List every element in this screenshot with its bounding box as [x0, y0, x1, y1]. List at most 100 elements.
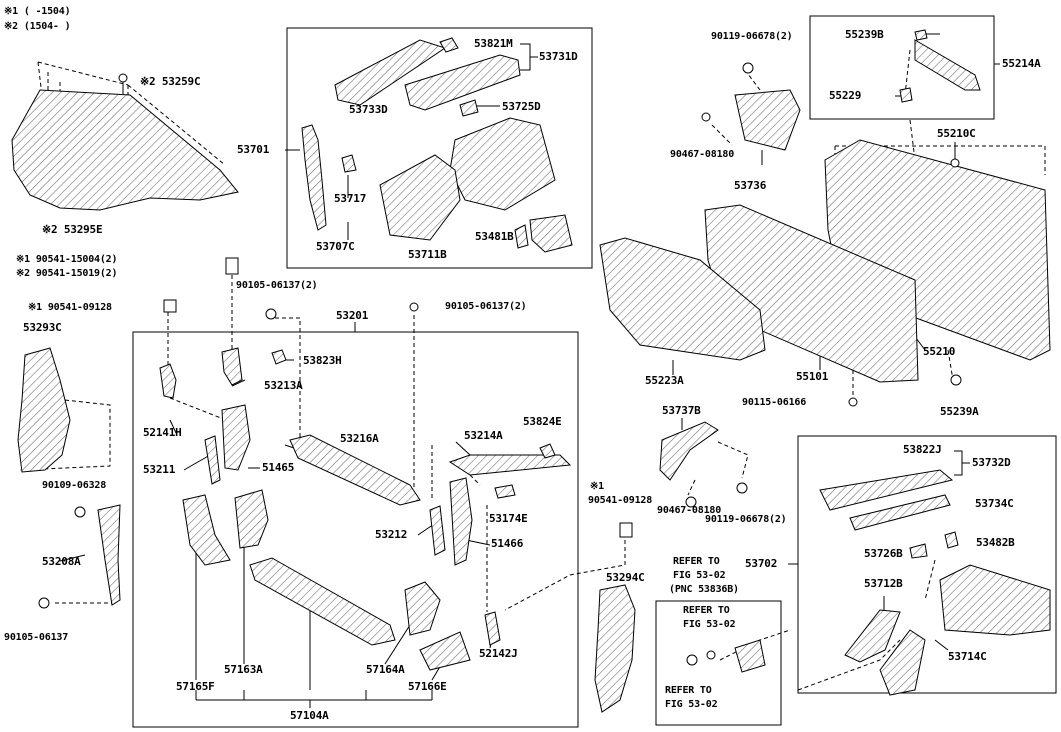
part-51465 [221, 404, 251, 471]
label-53174E: 53174E [489, 512, 528, 525]
label-53201: 53201 [336, 309, 369, 322]
label-53717: 53717 [334, 192, 367, 205]
part-55223A [599, 237, 766, 361]
label-90467-08180-mid: 90467-08180 [657, 505, 722, 516]
label-53712B: 53712B [864, 577, 903, 590]
part-53733D [334, 39, 447, 106]
part-52142J [484, 611, 501, 646]
label-57166E: 57166E [408, 680, 447, 693]
refer-3-line-2: FIG 53-02 [665, 699, 718, 710]
part-53737B [659, 421, 719, 481]
part-53707C [301, 124, 327, 231]
label-53208A: 53208A [42, 555, 81, 568]
part-53824E [539, 443, 556, 459]
refer-1-line-3: (PNC 53836B) [669, 584, 739, 595]
part-57163A [234, 489, 269, 549]
part-53725D [459, 99, 479, 117]
refer-2-line-2: FIG 53-02 [683, 619, 736, 630]
part-57165F [182, 494, 231, 566]
part-52141H [159, 363, 177, 399]
label-55223A: 55223A [645, 374, 684, 387]
label-90119-06678-mid: 90119-06678(2) [705, 514, 787, 525]
label-53736: 53736 [734, 179, 767, 192]
label-53213A: 53213A [264, 379, 303, 392]
label-57164A: 57164A [366, 663, 405, 676]
label-53822J: 53822J [903, 443, 942, 456]
part-57166E [419, 631, 471, 671]
label-53216A: 53216A [340, 432, 379, 445]
label-53734C: 53734C [975, 497, 1014, 510]
label-53214A: 53214A [464, 429, 503, 442]
part-53732D [819, 469, 954, 511]
part-apron-upper [449, 117, 556, 211]
part-53294C [594, 584, 636, 713]
refer-1-line-1: REFER TO [673, 556, 720, 567]
label-53711B: 53711B [408, 248, 447, 261]
label-90105-06137-b: 90105-06137(2) [445, 301, 527, 312]
part-51466 [449, 477, 473, 566]
label-51465: 51465 [262, 461, 295, 474]
label-53714C: 53714C [948, 650, 987, 663]
part-55229 [899, 87, 913, 103]
legend-note-1: ※1 ( -1504) [4, 6, 71, 17]
label-53824E: 53824E [523, 415, 562, 428]
part-53711B [379, 154, 461, 241]
label-90105-06137-a: 90105-06137(2) [236, 280, 318, 291]
part-53821M [439, 37, 459, 53]
part-53174E [494, 484, 516, 499]
group-box-53701 [286, 27, 593, 269]
part-53481B [514, 224, 529, 249]
label-53726B: 53726B [864, 547, 903, 560]
group-box-55214A [809, 15, 995, 120]
label-57163A: 57163A [224, 663, 263, 676]
legend-note-2: ※2 (1504- ) [4, 21, 71, 32]
label-53821M: 53821M [474, 37, 513, 50]
label-90119-06678-top: 90119-06678(2) [711, 31, 793, 42]
label-53482B: 53482B [976, 536, 1015, 549]
part-53212 [429, 505, 446, 556]
part-57164A [404, 581, 441, 636]
label-53823H: 53823H [303, 354, 342, 367]
part-53211 [204, 435, 221, 485]
label-90541-15019: ※2 90541-15019(2) [16, 268, 118, 279]
refer-3-line-1: REFER TO [665, 685, 712, 696]
part-refer-bracket [734, 639, 766, 673]
part-53736 [734, 89, 801, 151]
label-55229: 55229 [829, 89, 862, 102]
label-53737B: 53737B [662, 404, 701, 417]
part-53214A [448, 454, 572, 476]
refer-2-line-1: REFER TO [683, 605, 730, 616]
part-55239B [914, 29, 928, 41]
label-90467-08180-top: 90467-08180 [670, 149, 735, 160]
label-53725D: 53725D [502, 100, 541, 113]
label-55210: 55210 [923, 345, 956, 358]
part-53714C [879, 629, 926, 696]
label-52141H: 52141H [143, 426, 182, 439]
part-53216A [289, 434, 421, 506]
label-53733D: 53733D [349, 103, 388, 116]
cowl-cover-53295E [11, 89, 239, 211]
part-53726B [909, 543, 928, 559]
part-53482B [944, 531, 959, 549]
label-53293C: 53293C [23, 321, 62, 334]
label-53259C: ※2 53259C [140, 75, 201, 88]
label-90541-09128-right: 90541-09128 [588, 495, 653, 506]
label-mark-1-right: ※1 [590, 481, 604, 492]
refer-1-line-2: FIG 53-02 [673, 570, 726, 581]
label-55214A: 55214A [1002, 57, 1041, 70]
part-bracket-53481B [529, 214, 573, 253]
label-90541-09128-left: ※1 90541-09128 [28, 302, 112, 313]
label-53702: 53702 [745, 557, 778, 570]
part-53717 [341, 154, 357, 173]
label-53701: 53701 [237, 143, 270, 156]
part-55214A [914, 39, 981, 91]
label-55101: 55101 [796, 370, 829, 383]
part-53734C [849, 494, 951, 531]
label-57165F: 57165F [176, 680, 215, 693]
part-53731D [404, 54, 521, 111]
label-90115-06166: 90115-06166 [742, 397, 807, 408]
label-53212: 53212 [375, 528, 408, 541]
label-53295E: ※2 53295E [42, 223, 103, 236]
